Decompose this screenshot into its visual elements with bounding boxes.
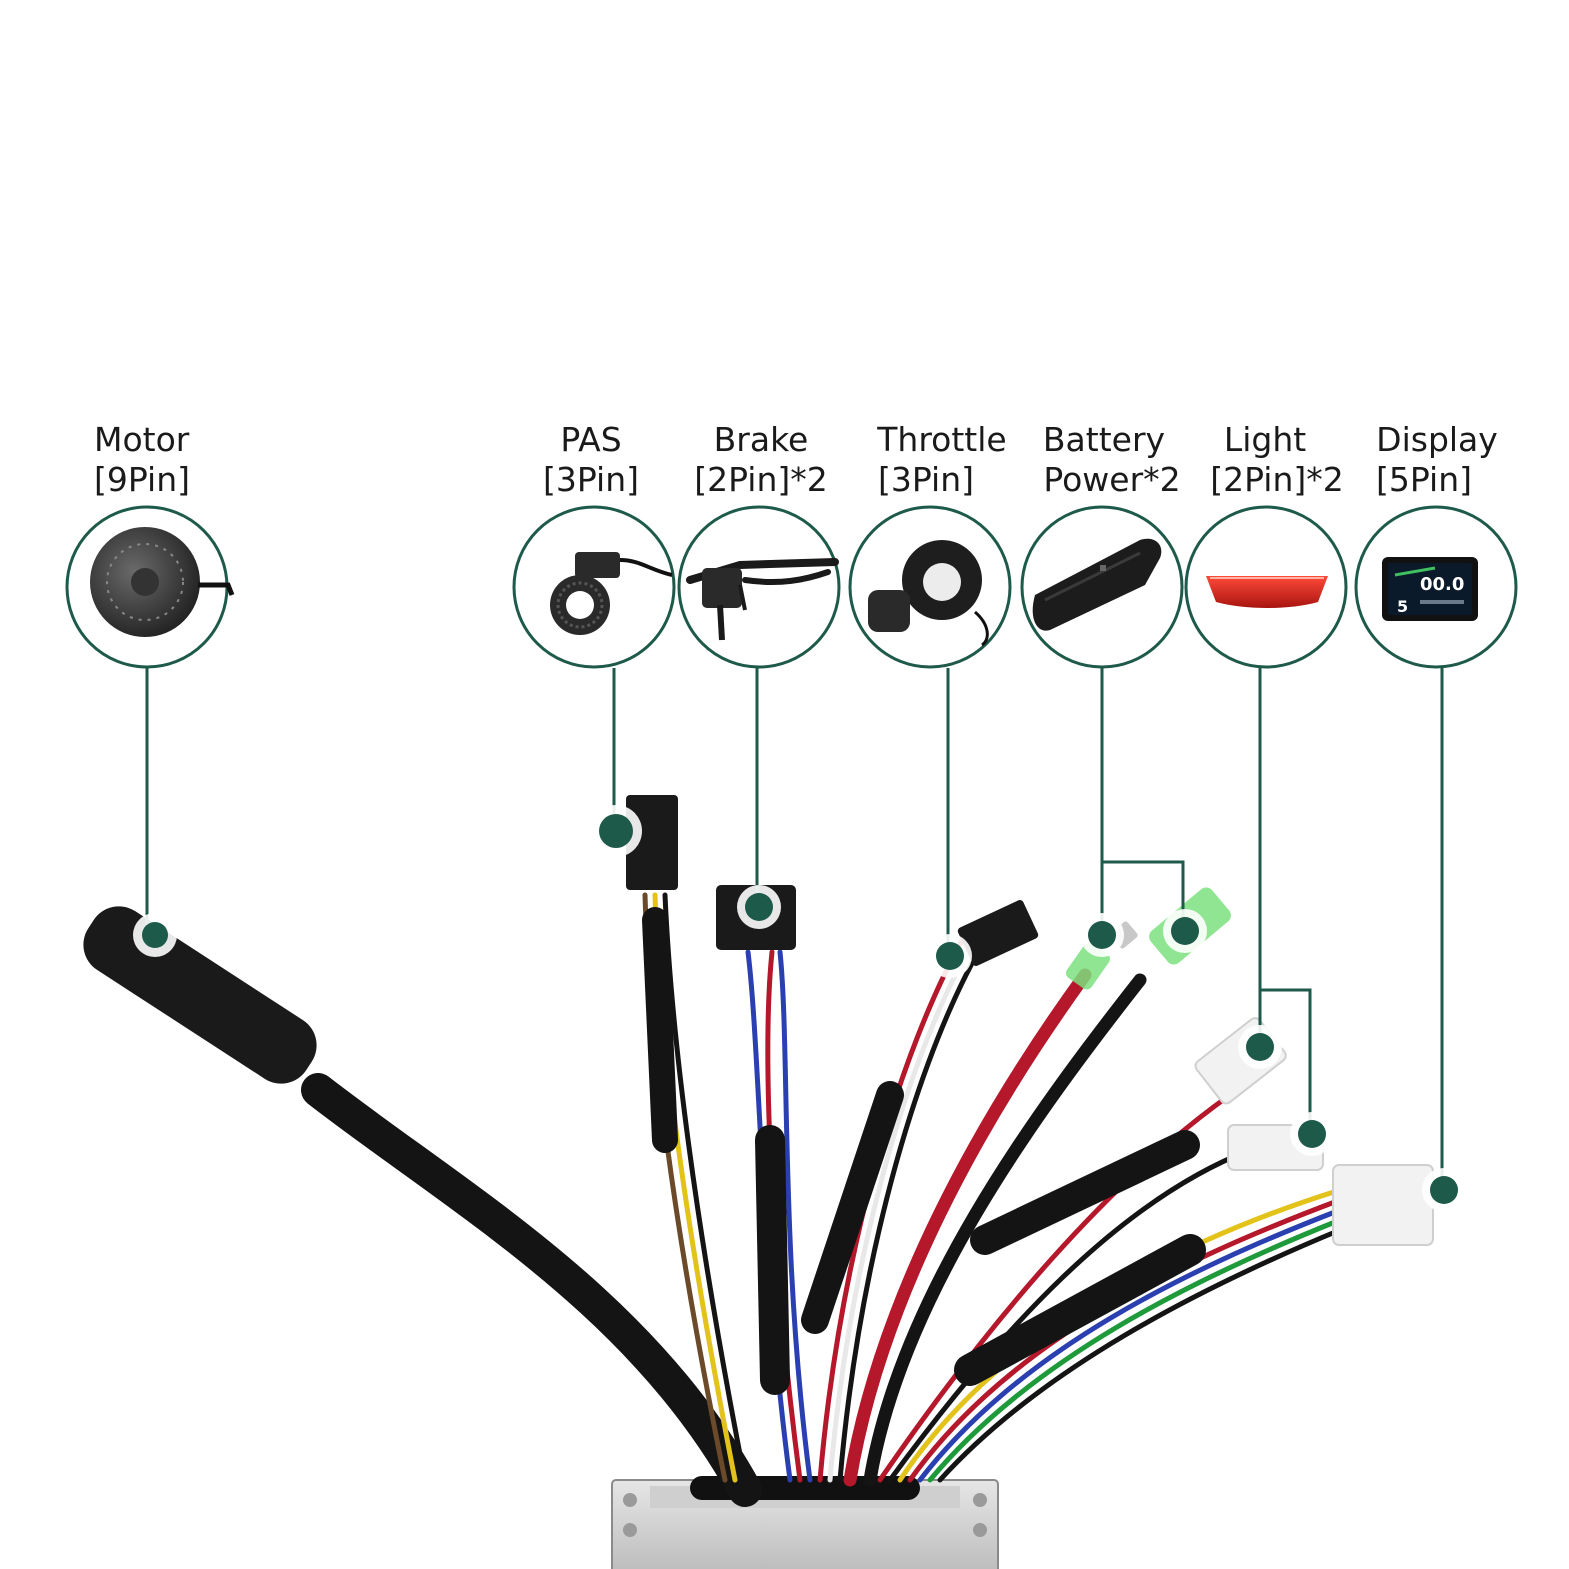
- motor-label-pins: [9Pin]: [94, 460, 190, 499]
- display-label-pins: [5Pin]: [1376, 460, 1472, 499]
- throttle-label-name: Throttle: [876, 420, 1006, 459]
- component-labels: Motor [9Pin] PAS [3Pin] Brake [2Pin]*2 T…: [94, 420, 1498, 499]
- battery-label-pins: Power*2: [1043, 460, 1180, 499]
- brake-label-name: Brake: [714, 420, 809, 459]
- light-label-pins: [2Pin]*2: [1210, 460, 1344, 499]
- hub-motor-icon: [90, 527, 235, 637]
- light-label-name: Light: [1224, 420, 1306, 459]
- pas-label-name: PAS: [560, 420, 621, 459]
- battery-dot-2: [1163, 909, 1207, 953]
- lcd-display-icon: 00.0 5: [1382, 557, 1478, 621]
- display-connector: [1332, 1164, 1434, 1246]
- pas-label-pins: [3Pin]: [543, 460, 639, 499]
- display-level: 5: [1397, 597, 1408, 616]
- controller-box: [611, 1476, 999, 1569]
- throttle-connector: [957, 900, 1039, 966]
- brake-label-pins: [2Pin]*2: [694, 460, 828, 499]
- wire-harness: [301, 892, 1343, 1507]
- leader-lines: [145, 668, 1444, 1190]
- battery-pack-icon: [1032, 538, 1162, 631]
- battery-dot-1: [1080, 913, 1124, 957]
- motor-connector: [83, 906, 317, 1084]
- display-speed: 00.0: [1420, 574, 1464, 595]
- battery-label-name: Battery: [1043, 420, 1165, 459]
- pas-sensor-icon: [550, 552, 673, 635]
- connection-dots: [133, 805, 1466, 1212]
- throttle-dot: [928, 934, 972, 978]
- light-dot-2: [1290, 1112, 1334, 1156]
- light-dot-1: [1238, 1025, 1282, 1069]
- tail-light-icon: [1206, 576, 1328, 608]
- display-dot: [1422, 1168, 1466, 1212]
- pas-connector: [626, 795, 678, 890]
- motor-dot: [133, 913, 177, 957]
- brake-lever-icon: [686, 558, 839, 641]
- thumb-throttle-icon: [868, 540, 989, 647]
- pas-dot: [590, 805, 642, 857]
- brake-dot: [737, 885, 781, 929]
- display-label-name: Display: [1376, 420, 1498, 459]
- throttle-label-pins: [3Pin]: [878, 460, 974, 499]
- motor-label-name: Motor: [94, 420, 190, 459]
